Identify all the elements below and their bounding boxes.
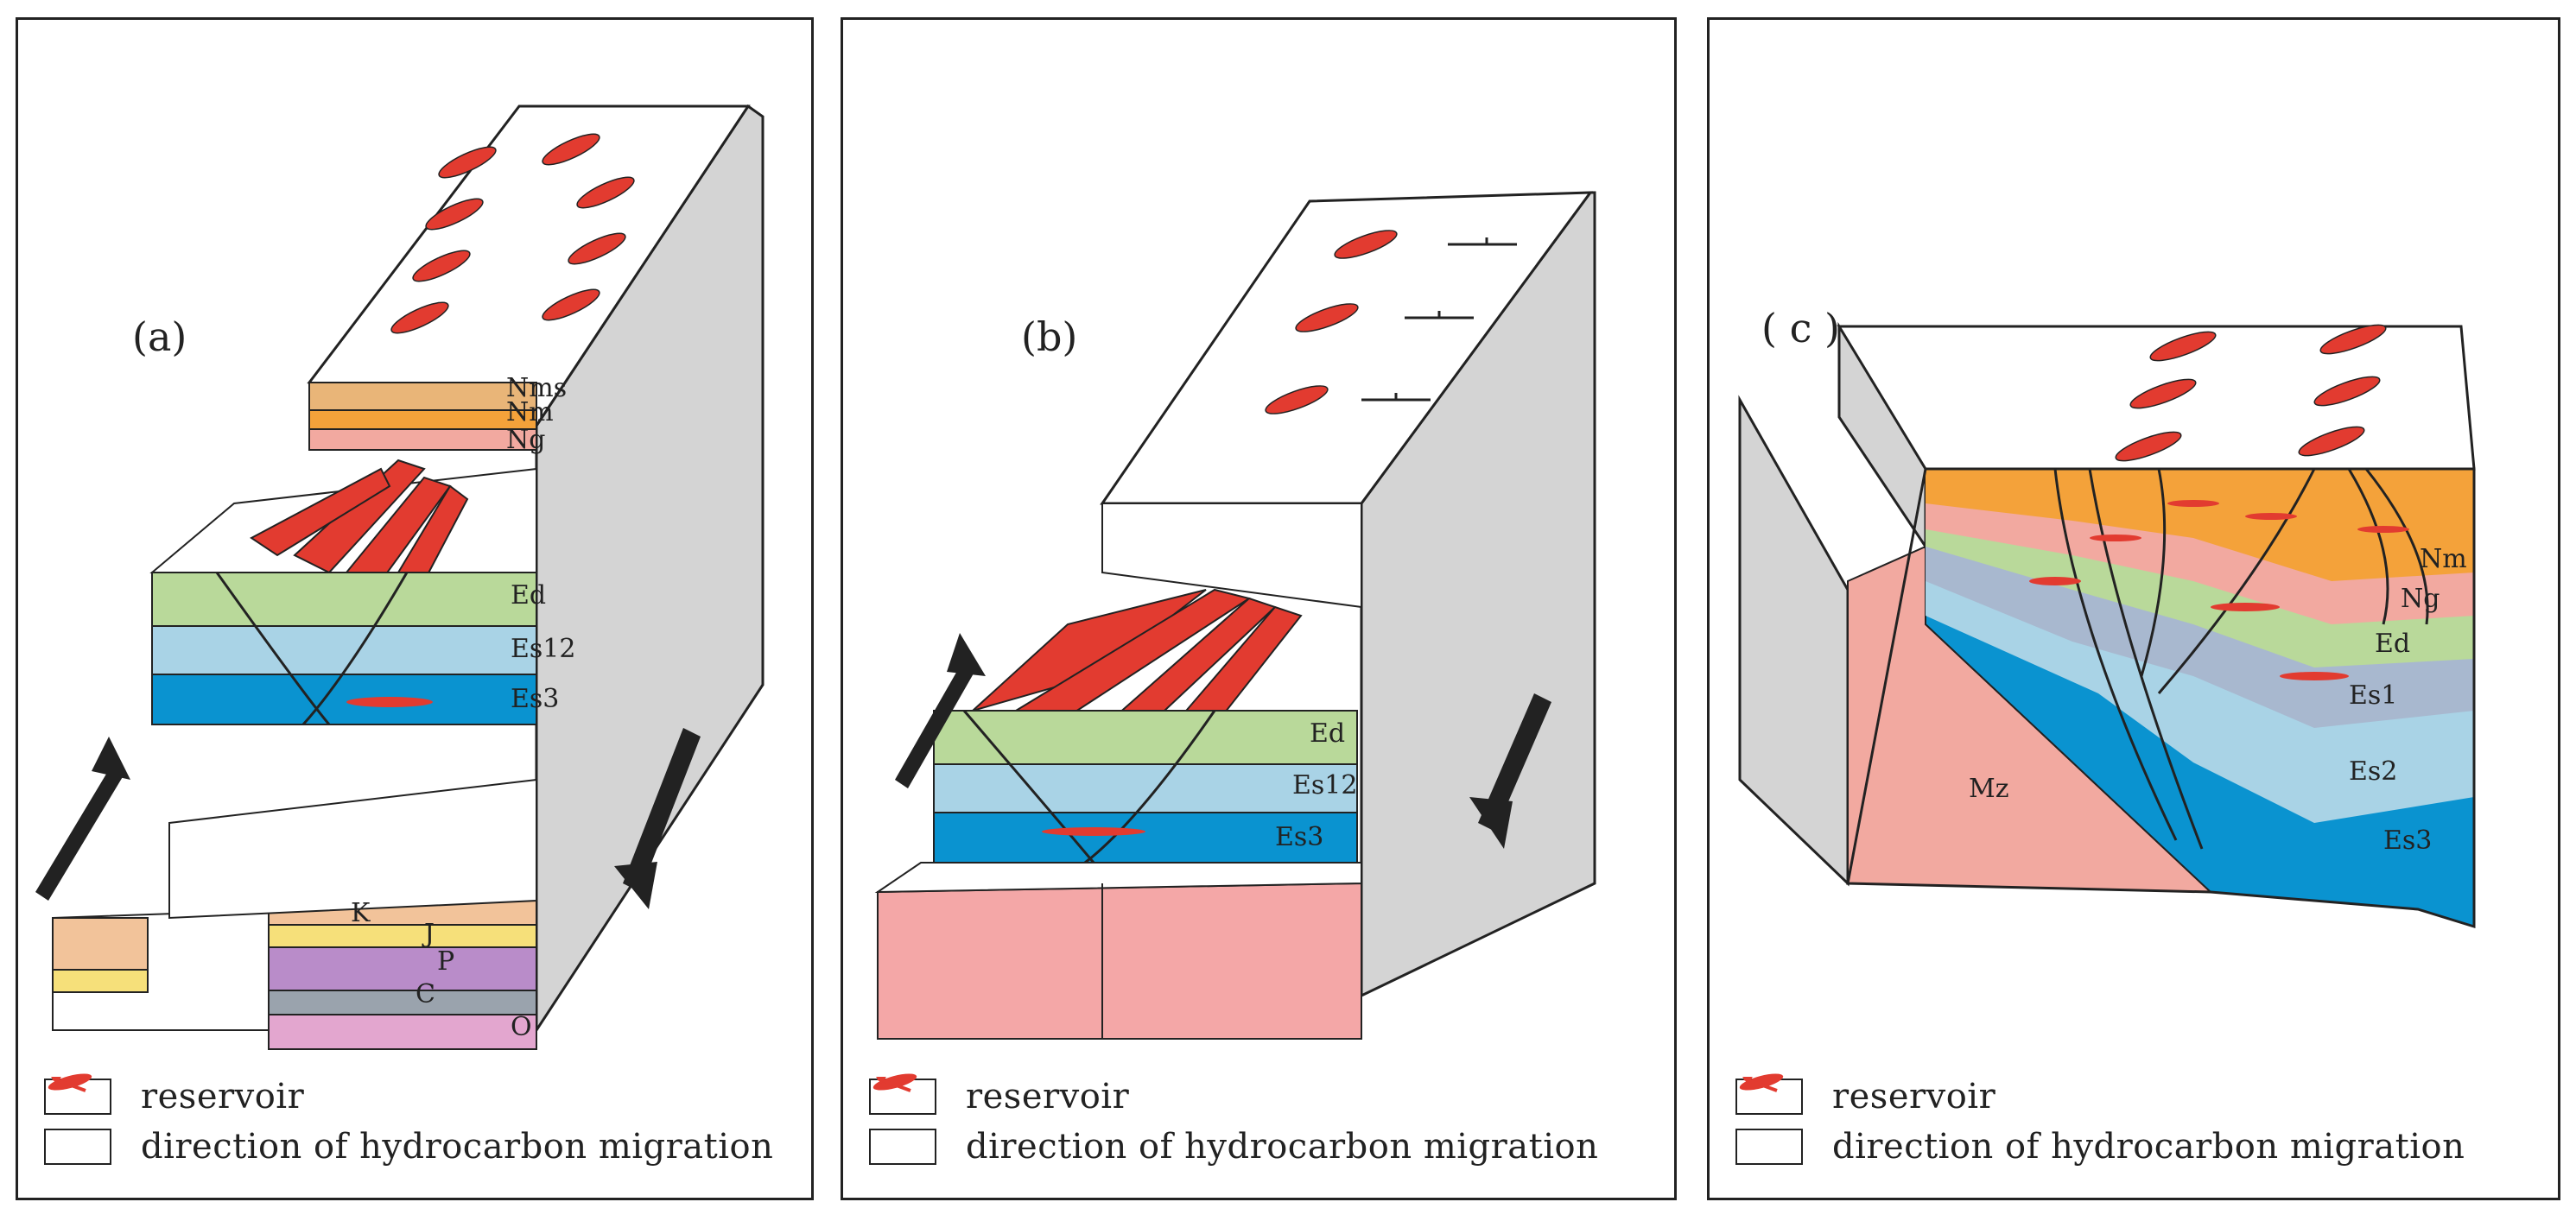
layer-label: Nm (2420, 544, 2467, 574)
layer-label: Es12 (1292, 770, 1357, 800)
legend-label: direction of hydrocarbon migration (141, 1127, 774, 1167)
uplift-arrow-icon (35, 762, 126, 901)
layer-label: Ed (2375, 629, 2410, 659)
legend-label: reservoir (141, 1077, 305, 1117)
migration-arrow-icon (869, 1077, 936, 1165)
subsidence-arrow-icon (1478, 693, 1551, 832)
panel-label: (a) (132, 313, 187, 360)
reservoir-icon (869, 1073, 936, 1115)
panel-c: Nm Ng Ed Es1 Es2 Es3 Mz ( c ) reservoir … (1707, 17, 2560, 1200)
legend-item-reservoir: reservoir (1735, 1072, 2465, 1122)
legend-item-reservoir: reservoir (869, 1072, 1598, 1122)
legend: reservoir direction of hydrocarbon migra… (1735, 1072, 2465, 1172)
legend-label: reservoir (966, 1077, 1130, 1117)
block-diagram-a: Nms Nm Ng Ed Es12 Es3 K J P C O (35, 104, 765, 1050)
legend-label: direction of hydrocarbon migration (966, 1127, 1599, 1167)
legend-item-migration: direction of hydrocarbon migration (869, 1077, 1599, 1172)
migration-arrow-icon (1735, 1077, 1803, 1165)
layer-label: Es3 (1275, 822, 1323, 852)
layer-label: P (437, 946, 454, 977)
block-diagram-c: Nm Ng Ed Es1 Es2 Es3 Mz (1738, 321, 2476, 929)
panel-a: Nms Nm Ng Ed Es12 Es3 K J P C O (a) rese… (16, 17, 814, 1200)
legend-item-migration: direction of hydrocarbon migration (1735, 1077, 2465, 1172)
reservoir-icon (44, 1073, 111, 1115)
layer-label: C (416, 979, 435, 1009)
layer-label: Es3 (2383, 826, 2432, 856)
layer-label: Ed (1310, 718, 1345, 749)
legend-item-migration: direction of hydrocarbon migration (44, 1077, 774, 1172)
layer-label: Es1 (2349, 680, 2397, 711)
panel-b: Ed Es12 Es3 (b) reservoir direction of h… (841, 17, 1677, 1200)
panel-label: (b) (1021, 313, 1078, 360)
layer-label: Es2 (2349, 756, 2397, 787)
layer-label: Ng (506, 425, 545, 455)
layer-label: Es12 (511, 634, 575, 664)
layer-label: K (351, 898, 371, 928)
layer-label: O (511, 1012, 532, 1042)
layer-label: Ng (2401, 584, 2440, 614)
layer-label: Es3 (511, 684, 559, 714)
subsidence-arrow-icon (623, 728, 701, 892)
layer-label: Nms (506, 373, 567, 403)
uplift-arrow-icon (895, 659, 977, 788)
legend-label: reservoir (1832, 1077, 1996, 1117)
layer-label: Mz (1969, 774, 2009, 804)
panel-label: ( c ) (1761, 305, 1840, 351)
legend-label: direction of hydrocarbon migration (1832, 1127, 2465, 1167)
migration-arrow-icon (44, 1077, 111, 1165)
legend: reservoir direction of hydrocarbon migra… (869, 1072, 1598, 1172)
legend-item-reservoir: reservoir (44, 1072, 773, 1122)
block-diagram-b: Ed Es12 Es3 (874, 191, 1596, 1040)
layer-label: Ed (511, 580, 546, 610)
layer-label: Nm (506, 397, 554, 427)
layer-label: J (422, 919, 435, 949)
reservoir-icon (1735, 1073, 1803, 1115)
legend: reservoir direction of hydrocarbon migra… (44, 1072, 773, 1172)
